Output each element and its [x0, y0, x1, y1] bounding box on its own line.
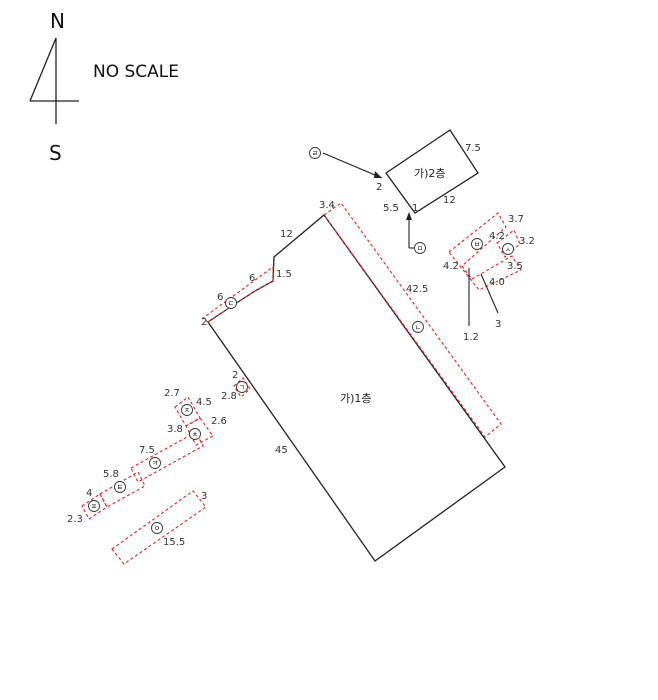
- dim-label: 12: [280, 229, 293, 240]
- dim-label: 3.4: [319, 200, 335, 211]
- svg-text:ㄴ: ㄴ: [415, 324, 421, 332]
- extension-jieut-outline: [174, 396, 201, 427]
- marker-nieun: ㄴ: [412, 321, 424, 333]
- dim-label: 2.6: [211, 416, 227, 427]
- marker-pieup: ㅍ: [88, 500, 100, 512]
- dim-label: 7.5: [465, 143, 481, 154]
- dim-label: 6: [217, 292, 223, 303]
- svg-text:ㄹ: ㄹ: [312, 150, 318, 158]
- extension-bieup-outline: [448, 212, 522, 291]
- dim-label: 1.5: [276, 269, 292, 280]
- dim-label: 4.5: [196, 397, 212, 408]
- dim-label: 3.2: [519, 236, 535, 247]
- svg-text:ㄷ: ㄷ: [228, 300, 234, 308]
- north-label: N: [50, 9, 65, 33]
- leader-rieul: [322, 152, 383, 179]
- extension-digeut-outline: [202, 265, 274, 323]
- marker-tieut: ㅌ: [114, 481, 126, 493]
- dim-label: 2.8: [221, 391, 237, 402]
- extension-tieut-outline: [99, 471, 146, 508]
- north-arrow: N S: [29, 9, 79, 165]
- svg-text:ㅋ: ㅋ: [152, 460, 158, 468]
- extension-nieun-outline: [323, 202, 502, 438]
- marker-rieul: ㄹ: [309, 147, 321, 159]
- leader-rieul-arrow: [374, 171, 382, 178]
- building-floor1-outline: [207, 214, 506, 562]
- svg-text:ㅊ: ㅊ: [192, 431, 198, 439]
- marker-siot: ㅅ: [502, 243, 514, 255]
- dim-label: 5.5: [383, 203, 399, 214]
- dim-label: 2.3: [67, 514, 83, 525]
- dim-label: 2: [232, 370, 238, 381]
- svg-text:ㅍ: ㅍ: [91, 503, 97, 511]
- dim-label: 3.5: [507, 261, 523, 272]
- dim-label: 3.7: [508, 214, 524, 225]
- marker-kieuk: ㅋ: [149, 457, 161, 469]
- leader-mieum-arrow: [406, 212, 412, 220]
- svg-text:ㅈ: ㅈ: [184, 407, 190, 415]
- no-scale-label: NO SCALE: [93, 62, 179, 82]
- extension-kieuk-outline: [130, 431, 204, 483]
- marker-digeut: ㄷ: [225, 297, 237, 309]
- building-floor1-label: 가)1층: [340, 392, 372, 405]
- svg-text:ㅌ: ㅌ: [117, 484, 123, 492]
- extension-giyeok-outline: [233, 377, 251, 398]
- dim-label: 3: [495, 319, 501, 330]
- marker-mieum: ㅁ: [414, 242, 426, 254]
- dim-label: 12: [443, 195, 456, 206]
- marker-jieut: ㅈ: [181, 404, 193, 416]
- marker-giyeok: ㄱ: [236, 381, 248, 393]
- building-floor2-outline: [385, 129, 479, 214]
- dim-label: 3.8: [167, 424, 183, 435]
- svg-text:ㅇ: ㅇ: [154, 525, 160, 533]
- dim-label: 2.7: [164, 388, 180, 399]
- dim-label: 45: [275, 445, 288, 456]
- dim-label: 1: [412, 203, 418, 214]
- dim-label: 3: [201, 491, 207, 502]
- dim-label: 4.2: [489, 231, 505, 242]
- dim-label: 2: [376, 182, 382, 193]
- dim-label: 5.8: [103, 469, 119, 480]
- dim-label: 1.2: [463, 332, 479, 343]
- marker-ieung: ㅇ: [151, 522, 163, 534]
- svg-text:ㅂ: ㅂ: [474, 241, 480, 249]
- building-floor2-label: 가)2층: [414, 167, 446, 180]
- south-label: S: [49, 141, 62, 165]
- marker-bieup: ㅂ: [471, 238, 483, 250]
- marker-chieut: ㅊ: [189, 428, 201, 440]
- dim-label: 6: [249, 273, 255, 284]
- extension-pieup-outline: [81, 493, 108, 520]
- dim-label: 42.5: [406, 284, 428, 295]
- dim-label: 15.5: [163, 537, 185, 548]
- dim-label: 7.5: [139, 445, 155, 456]
- leader-3: [480, 273, 499, 314]
- dim-label: 4.0: [489, 277, 505, 288]
- extension-siot-outline: [496, 229, 521, 258]
- svg-text:ㄱ: ㄱ: [239, 384, 245, 392]
- dim-label: 4: [86, 488, 92, 499]
- extension-ieung-outline: [111, 490, 207, 565]
- dim-label: 4.2: [443, 261, 459, 272]
- svg-text:ㅁ: ㅁ: [417, 245, 423, 253]
- svg-text:ㅅ: ㅅ: [505, 246, 511, 254]
- dim-label: 2: [201, 317, 207, 328]
